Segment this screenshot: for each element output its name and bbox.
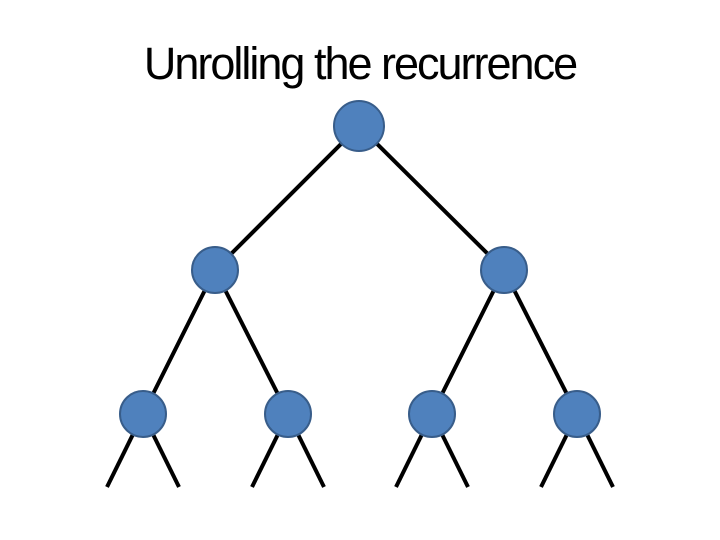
tree-node-right-left — [408, 390, 456, 438]
slide-title: Unrolling the recurrence — [143, 38, 578, 89]
tree-edge-root-right — [357, 124, 506, 272]
tree-node-right-right — [553, 390, 601, 438]
tree-node-right — [480, 246, 528, 294]
tree-edge-root-left — [213, 124, 361, 272]
tree-edge-right-right-right — [502, 269, 579, 415]
tree-edge-right-right-left — [430, 269, 506, 415]
tree-node-root — [333, 100, 385, 152]
tree-edge-left-left-left — [141, 269, 217, 415]
tree-edge-left-left-right — [213, 269, 290, 415]
tree-node-left-right — [264, 390, 312, 438]
tree-node-left-left — [119, 390, 167, 438]
tree-node-left — [191, 246, 239, 294]
